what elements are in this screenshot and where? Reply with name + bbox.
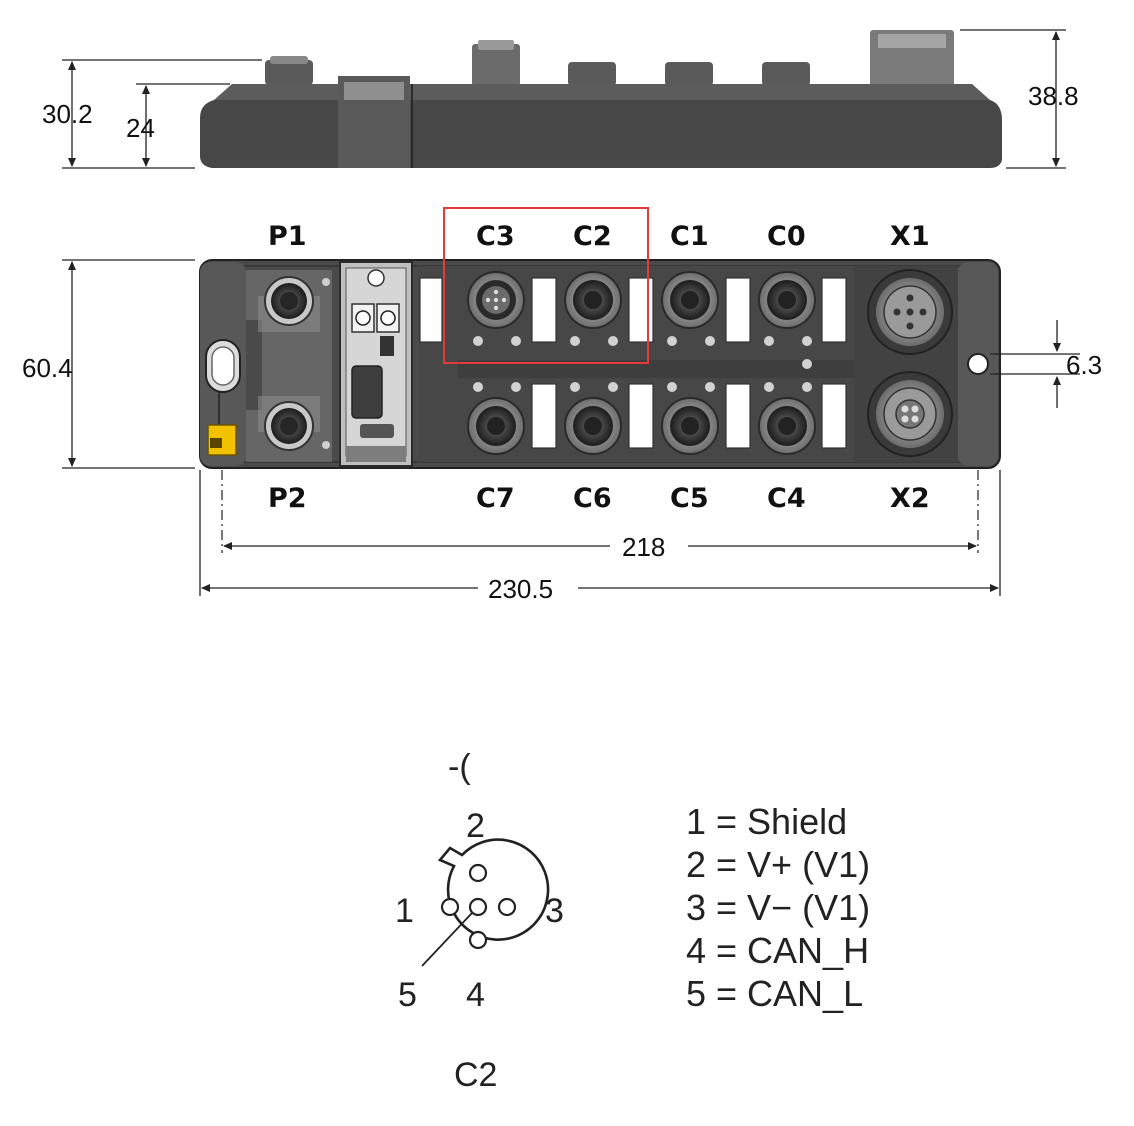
x2-connector: [867, 371, 953, 457]
p1-connector: [264, 276, 314, 326]
x1-connector: [867, 269, 953, 355]
dim-width-front: 60.4: [22, 353, 73, 383]
legend-item: 4 = CAN_H: [686, 930, 869, 971]
legend-item: 2 = V+ (V1): [686, 844, 870, 885]
label-c2: C2: [573, 221, 612, 252]
pin-2-contact: [468, 863, 488, 883]
female-connector-symbol: -(: [448, 748, 471, 786]
pinout-diagram: [421, 838, 550, 967]
pin-3-number: 3: [545, 892, 564, 930]
label-window: [725, 383, 751, 449]
connector-face: [437, 838, 550, 941]
side-body: [200, 100, 1002, 168]
label-x2: X2: [890, 483, 930, 514]
side-connector: [265, 60, 313, 85]
side-view: [200, 30, 1002, 168]
label-c4: C4: [767, 483, 806, 514]
label-window: [419, 277, 443, 343]
label-p1: P1: [268, 221, 307, 252]
top-dimensions: [62, 259, 1080, 596]
highlight-box: [443, 207, 649, 364]
pinout-connector-label: C2: [454, 1056, 497, 1094]
c4-connector: [758, 397, 816, 455]
label-p2: P2: [268, 483, 307, 514]
p2-connector: [264, 401, 314, 451]
pin-3-contact: [497, 897, 517, 917]
dim-length-total: 230.5: [488, 574, 553, 604]
c3-connector: [467, 271, 525, 329]
dim-hole-spacing: 218: [622, 532, 665, 562]
label-window: [821, 277, 847, 343]
legend-item: 5 = CAN_L: [686, 973, 863, 1014]
label-c7: C7: [476, 483, 515, 514]
pin-5-number: 5: [398, 976, 417, 1014]
legend-item: 1 = Shield: [686, 801, 847, 842]
label-c5: C5: [670, 483, 709, 514]
c5-connector: [661, 397, 719, 455]
c7-connector: [467, 397, 525, 455]
side-dimensions: [62, 29, 1066, 169]
usb-port: [351, 365, 383, 419]
side-connector: [665, 62, 713, 86]
label-window: [531, 383, 557, 449]
label-window: [628, 383, 654, 449]
c6-connector: [564, 397, 622, 455]
label-x1: X1: [890, 221, 930, 252]
mounting-hole: [967, 353, 989, 375]
label-window: [531, 277, 557, 343]
pin-1-number: 1: [395, 892, 414, 930]
label-window: [725, 277, 751, 343]
side-connector: [472, 44, 520, 86]
dim-height-body: 24: [126, 113, 155, 143]
side-connector: [568, 62, 616, 86]
pin-2-number: 2: [466, 807, 485, 845]
label-c3: C3: [476, 221, 515, 252]
side-connector: [270, 56, 308, 64]
label-c1: C1: [670, 221, 709, 252]
side-lid: [344, 82, 404, 100]
pin-5-contact: [468, 897, 488, 917]
c2-connector: [564, 271, 622, 329]
dim-height-max: 38.8: [1028, 81, 1079, 111]
label-window: [628, 277, 654, 343]
pin-legend: 1 = Shield 2 = V+ (V1) 3 = V− (V1) 4 = C…: [686, 801, 870, 1014]
side-connector: [762, 62, 810, 86]
dim-hole-offset: 6.3: [1066, 350, 1102, 380]
status-leds: [473, 336, 812, 392]
label-c6: C6: [573, 483, 612, 514]
side-body-top: [214, 84, 990, 100]
dim-height-total: 30.2: [42, 99, 93, 129]
label-window: [821, 383, 847, 449]
c1-connector: [661, 271, 719, 329]
legend-item: 3 = V− (V1): [686, 887, 870, 928]
pin-4-number: 4: [466, 976, 485, 1014]
pin-4-contact: [468, 930, 488, 950]
c0-connector: [758, 271, 816, 329]
side-connector: [478, 40, 514, 50]
side-connector: [878, 34, 946, 48]
dip-switch: [380, 336, 394, 356]
label-c0: C0: [767, 221, 806, 252]
pin-1-contact: [440, 897, 460, 917]
